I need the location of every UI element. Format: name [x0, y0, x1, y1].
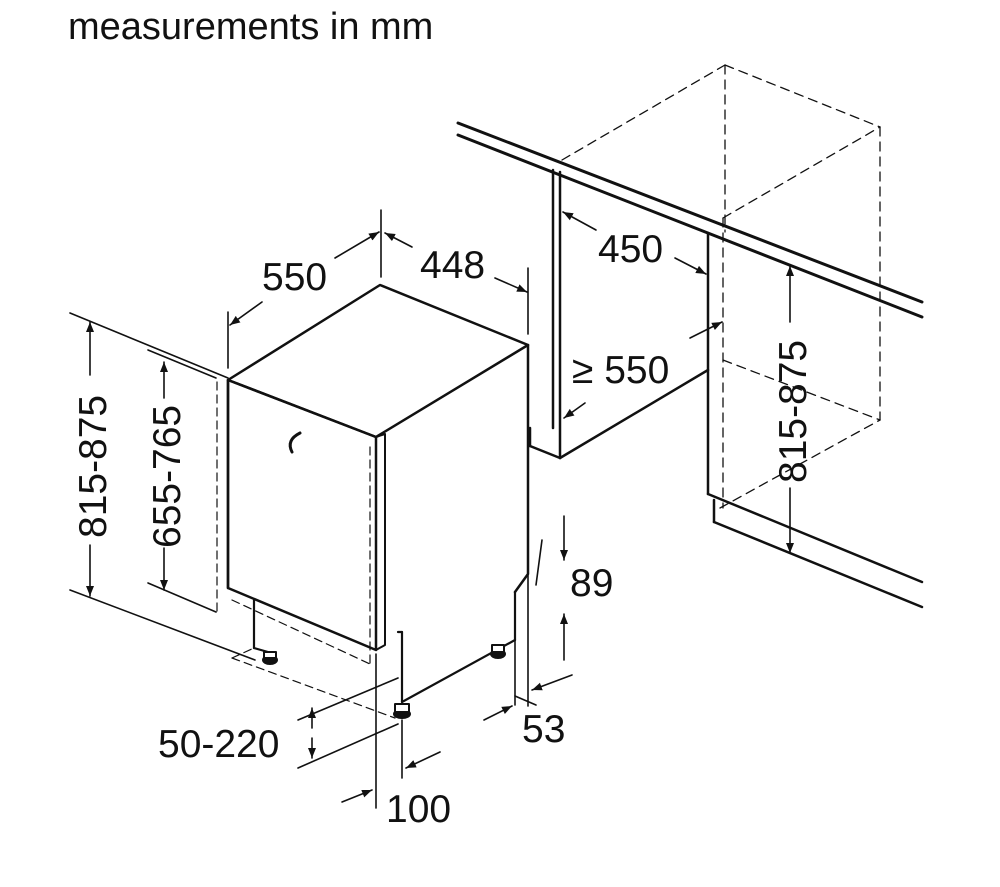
- label-niche-min-depth: ≥ 550: [572, 349, 669, 392]
- floor-outline-dashed: [231, 647, 396, 719]
- dishwasher-top: [226, 283, 530, 439]
- left-side-panel: [528, 168, 710, 460]
- cabinet-niche: [456, 64, 924, 609]
- door-handle-icon: [288, 431, 302, 454]
- door-edge: [375, 433, 386, 651]
- label-appliance-width: 448: [420, 244, 485, 287]
- dim-niche-depth-line: [563, 321, 723, 419]
- right-side-panel: [706, 231, 924, 609]
- dishwasher-dimension-lines: [69, 209, 573, 809]
- dimension-labels: 550 448 450 ≥ 550 815-875 815-875 655-76…: [72, 228, 815, 831]
- label-niche-height: 815-875: [772, 340, 815, 483]
- dim-niche-width-line: [562, 211, 707, 275]
- cabinet-outline-dashed: [561, 64, 881, 509]
- label-appliance-depth: 550: [262, 256, 327, 299]
- label-appliance-height: 815-875: [72, 395, 115, 538]
- dishwasher-side: [513, 343, 530, 594]
- label-door-overhang: 100: [386, 788, 451, 831]
- label-foot-adjustment: 50-220: [158, 723, 279, 766]
- feet: [262, 644, 506, 719]
- dishwasher-body: [216, 283, 530, 719]
- label-plinth-offset: 53: [522, 708, 565, 751]
- label-door-height: 655-765: [146, 405, 189, 548]
- page-title: measurements in mm: [68, 6, 434, 48]
- door-inner-dashed: [216, 381, 371, 665]
- label-plinth-height: 89: [570, 562, 613, 605]
- worktop: [456, 121, 924, 319]
- label-niche-width: 450: [598, 228, 663, 271]
